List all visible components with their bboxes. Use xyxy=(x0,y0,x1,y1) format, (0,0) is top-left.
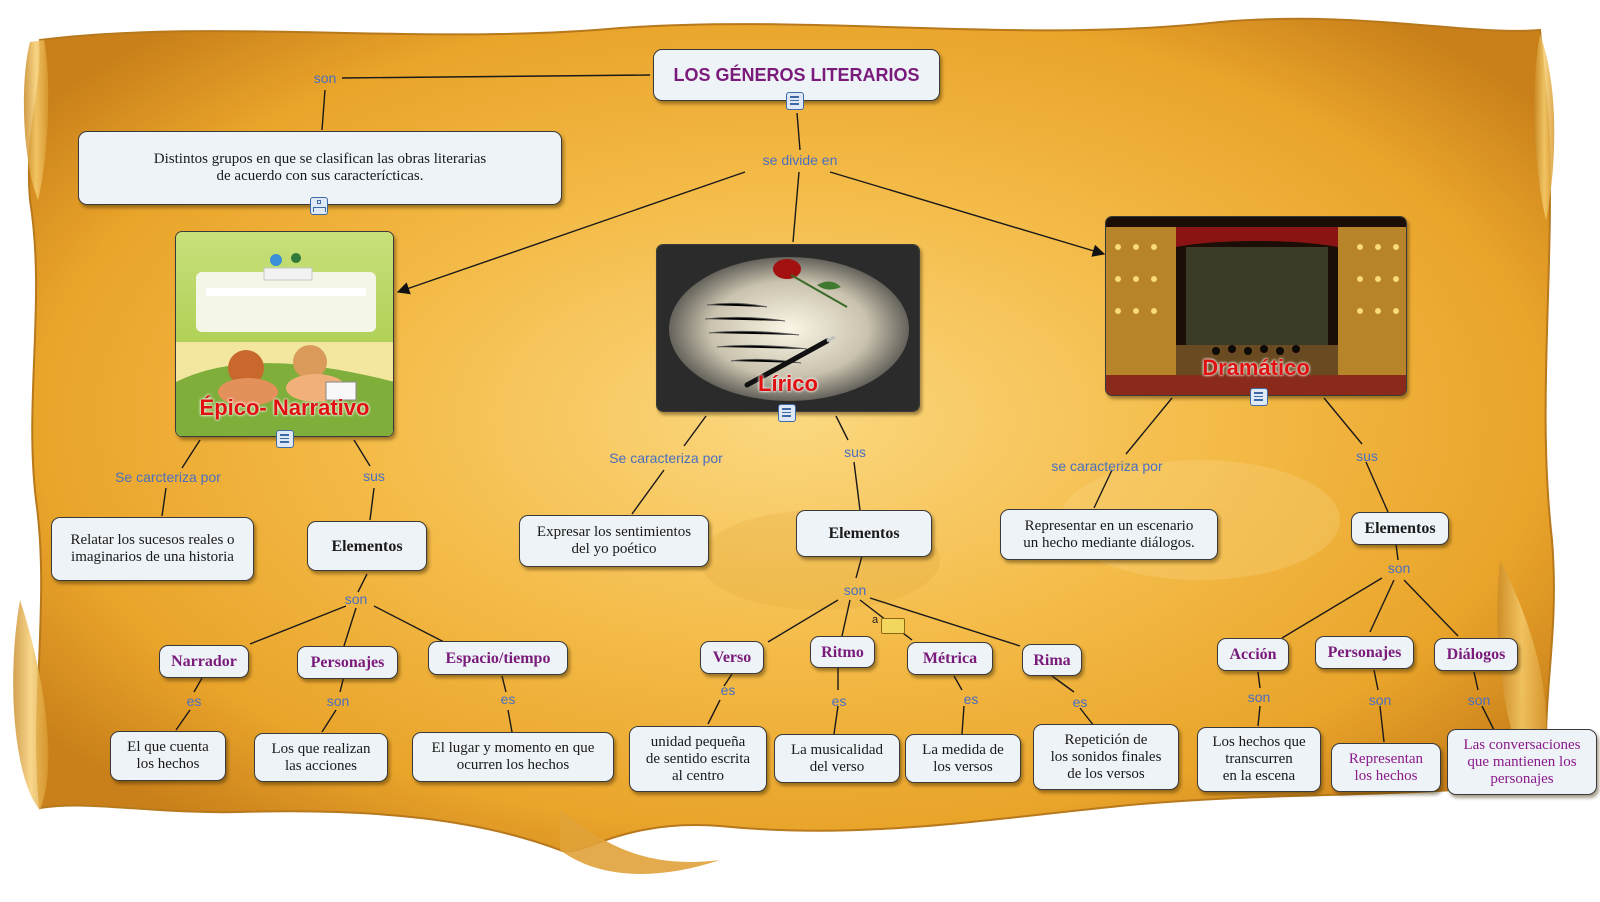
link-label-se-caracteriza-por: se caracteriza por xyxy=(1051,458,1163,474)
link-label-sus: sus xyxy=(844,444,866,460)
ritmo-node[interactable]: Ritmo xyxy=(810,636,875,668)
link-label-son: son xyxy=(843,582,867,598)
epico-characteristic-node[interactable]: Relatar los sucesos reales o imaginarios… xyxy=(51,517,254,581)
letter-rose-pen-illustration xyxy=(657,245,919,411)
link-label-son: son xyxy=(1467,692,1491,708)
personajes-dram-desc-node[interactable]: Representan los hechos xyxy=(1331,743,1441,792)
espacio-tiempo-desc-node[interactable]: El lugar y momento en que ocurren los he… xyxy=(412,732,614,782)
personajes-dram-node[interactable]: Personajes xyxy=(1315,636,1414,669)
dialogos-desc-node[interactable]: Las conversaciones que mantienen los per… xyxy=(1447,729,1597,795)
lirico-elementos-node[interactable]: Elementos xyxy=(796,510,932,557)
link-label-son: son xyxy=(326,693,350,709)
metrica-node[interactable]: Métrica xyxy=(907,642,993,675)
link-label-se-caracteriza-por: Se caracteriza por xyxy=(609,450,723,466)
link-label-es: es xyxy=(720,682,736,698)
verso-node[interactable]: Verso xyxy=(700,641,764,674)
link-label-sus: sus xyxy=(363,468,385,484)
epico-narrativo-image[interactable]: Épico- Narrativo xyxy=(175,231,394,437)
espacio-tiempo-node[interactable]: Espacio/tiempo xyxy=(428,641,568,675)
annotation-icon[interactable]: a xyxy=(872,614,905,634)
ritmo-desc-node[interactable]: La musicalidad del verso xyxy=(774,734,900,783)
dramatico-elementos-node[interactable]: Elementos xyxy=(1351,512,1449,545)
link-label-son: son xyxy=(313,70,337,86)
resource-document-icon[interactable] xyxy=(1250,388,1268,406)
link-label-es: es xyxy=(963,691,979,707)
personajes-epico-node[interactable]: Personajes xyxy=(297,646,398,679)
dramatico-caption: Dramático xyxy=(1202,355,1310,380)
rima-desc-node[interactable]: Repetición de los sonidos finales de los… xyxy=(1033,724,1179,790)
lirico-caption: Lírico xyxy=(758,371,818,396)
narrador-desc-node[interactable]: El que cuenta los hechos xyxy=(110,731,226,781)
reading-children-illustration xyxy=(176,232,393,436)
link-label-son: son xyxy=(1387,560,1411,576)
definition-node[interactable]: Distintos grupos en que se clasifican la… xyxy=(78,131,562,205)
link-label-son: son xyxy=(1368,692,1392,708)
link-label-se-carcteriza-por: Se carcteriza por xyxy=(115,469,221,485)
dramatico-image[interactable]: Dramático xyxy=(1105,216,1407,396)
lirico-image[interactable]: Lírico xyxy=(656,244,920,412)
link-label-es: es xyxy=(186,693,202,709)
narrador-node[interactable]: Narrador xyxy=(159,645,249,678)
accion-desc-node[interactable]: Los hechos que transcurren en la escena xyxy=(1197,727,1321,792)
link-label-son: son xyxy=(1247,689,1271,705)
link-label-sus: sus xyxy=(1356,448,1378,464)
link-label-es: es xyxy=(1072,694,1088,710)
resource-document-icon[interactable] xyxy=(778,404,796,422)
link-label-se-divide-en: se divide en xyxy=(762,152,838,168)
epico-elementos-node[interactable]: Elementos xyxy=(307,521,427,571)
dialogos-node[interactable]: Diálogos xyxy=(1434,638,1518,671)
dramatico-characteristic-node[interactable]: Representar en un escenario un hecho med… xyxy=(1000,509,1218,560)
personajes-epico-desc-node[interactable]: Los que realizan las acciones xyxy=(254,733,388,782)
theater-stage-illustration xyxy=(1106,217,1406,395)
resource-document-icon[interactable] xyxy=(276,430,294,448)
accion-node[interactable]: Acción xyxy=(1217,638,1289,671)
epico-caption: Épico- Narrativo xyxy=(199,395,370,420)
lirico-characteristic-node[interactable]: Expresar los sentimientos del yo poético xyxy=(519,515,709,567)
resource-document-icon[interactable] xyxy=(786,92,804,110)
concept-map-link-icon[interactable] xyxy=(310,197,328,215)
link-label-es: es xyxy=(831,693,847,709)
link-label-es: es xyxy=(500,691,516,707)
verso-desc-node[interactable]: unidad pequeña de sentido escrita al cen… xyxy=(629,726,767,792)
metrica-desc-node[interactable]: La medida de los versos xyxy=(905,734,1021,783)
rima-node[interactable]: Rima xyxy=(1022,644,1082,676)
link-label-son: son xyxy=(344,591,368,607)
